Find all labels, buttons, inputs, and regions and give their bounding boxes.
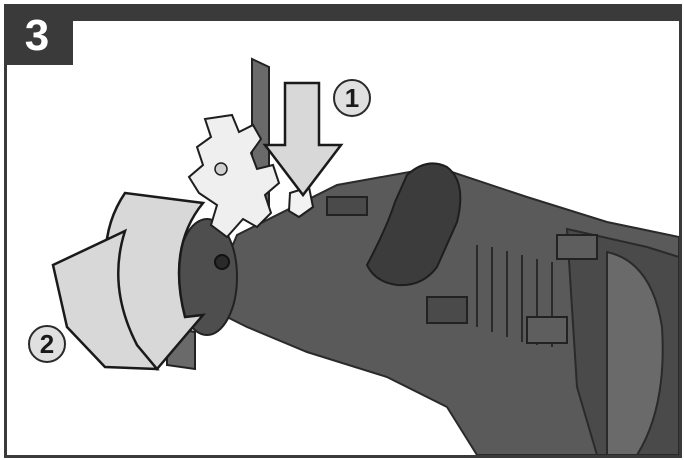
reciprocating-saw-body <box>176 162 679 455</box>
step-number: 3 <box>24 11 50 60</box>
tool-illustration <box>51 57 679 455</box>
callout-1: 1 <box>333 79 371 117</box>
release-lever <box>365 162 462 287</box>
step-frame: 3 <box>4 4 682 458</box>
callout-2: 2 <box>28 325 66 363</box>
step-number-badge: 3 <box>7 7 73 65</box>
press-down-arrow-icon <box>262 81 344 198</box>
saw-blade-clamp-icon <box>187 113 281 239</box>
step-header-bar <box>7 7 679 21</box>
